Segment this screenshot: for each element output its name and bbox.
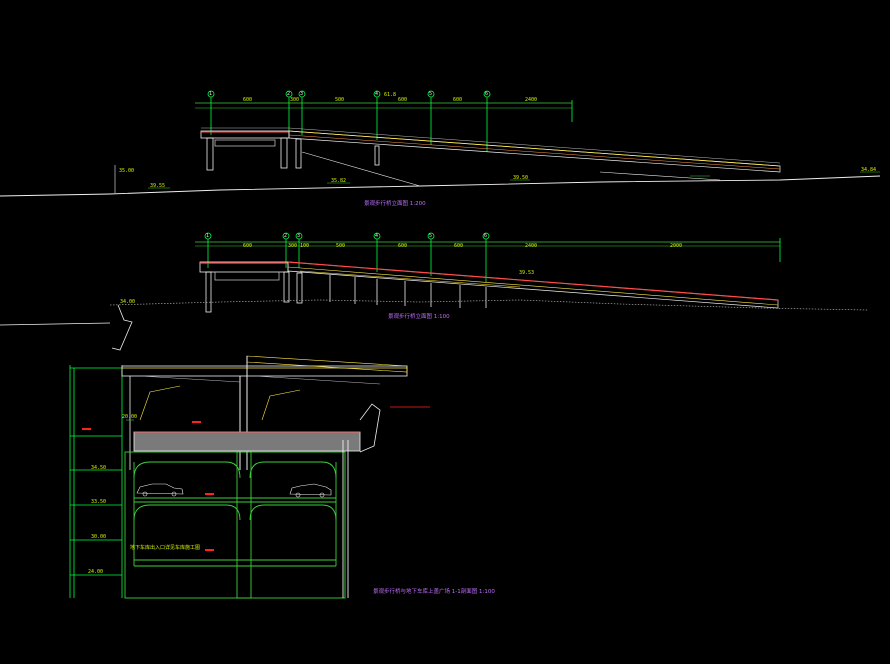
canopy	[121, 355, 408, 470]
overall-dimension: 61.8	[384, 92, 397, 98]
level-label: 33.50	[91, 499, 107, 505]
axis-label: 5	[429, 233, 433, 239]
axis-grid-view-2	[204, 232, 781, 282]
elevation-mark: 35.00	[119, 168, 135, 174]
level-label: 34.50	[91, 465, 107, 471]
elevation-mark: 39.50	[513, 175, 529, 181]
elevation-mark: 39.53	[519, 270, 535, 276]
axis-label: 3	[297, 233, 301, 239]
elevation-mark: 34.84	[861, 167, 877, 173]
bridge-deck-view-2	[199, 261, 779, 309]
axis-label: 1	[209, 91, 213, 97]
elevation-mark: 34.00	[120, 299, 136, 305]
axis-label: 2	[287, 91, 291, 97]
dimension-text: 600	[398, 97, 408, 103]
dimension-text: 600	[243, 243, 253, 249]
dimension-text: 300	[290, 97, 300, 103]
plaza-slab	[133, 431, 361, 452]
ground-line-view-2	[109, 299, 869, 311]
ground-line-view-1	[0, 175, 881, 197]
dimension-text: 600	[243, 97, 253, 103]
axis-label: 4	[375, 233, 379, 239]
section-note: 地下车库出入口详见车库施工图	[130, 545, 201, 551]
elevation-view-1	[0, 90, 881, 197]
dimension-text: 2400	[525, 97, 538, 103]
elevation-view-2	[0, 232, 869, 351]
section-1-1	[69, 355, 430, 599]
level-label: 20.00	[122, 414, 138, 420]
axis-label: 6	[484, 233, 488, 239]
car-icon	[289, 483, 332, 498]
dimension-text: 100	[300, 243, 310, 249]
dimension-text: 500	[336, 243, 346, 249]
level-label: 30.00	[91, 534, 107, 540]
elevation-mark: 35.82	[331, 178, 347, 184]
dimension-text: 600	[398, 243, 408, 249]
piers-view-1	[206, 137, 380, 171]
dimension-text: 600	[453, 97, 463, 103]
elevation-mark: 39.55	[150, 183, 166, 189]
view-2-title: 景观步行桥立面图 1:100	[388, 314, 450, 320]
dimension-text: 300	[288, 243, 298, 249]
axis-grid-view-1	[207, 90, 573, 152]
axis-label: 3	[300, 91, 304, 97]
car-icon	[136, 483, 184, 497]
axis-label: 5	[429, 91, 433, 97]
piers-view-2	[205, 271, 487, 313]
section-title: 景观步行桥与地下车库上盖广场 1-1剖面图 1:100	[373, 589, 495, 595]
level-label: 24.00	[88, 569, 104, 575]
dimension-text: 2400	[525, 243, 538, 249]
view-1-title: 景观步行桥立面图 1:200	[364, 201, 426, 207]
axis-label: 4	[375, 91, 379, 97]
dimension-text: 600	[454, 243, 464, 249]
bridge-deck-view-1	[200, 127, 781, 173]
axis-label: 1	[206, 233, 210, 239]
dimension-text: 2000	[670, 243, 683, 249]
axis-label: 2	[284, 233, 288, 239]
axis-label: 6	[485, 91, 489, 97]
dimension-text: 500	[335, 97, 345, 103]
garage-structure	[124, 440, 349, 599]
